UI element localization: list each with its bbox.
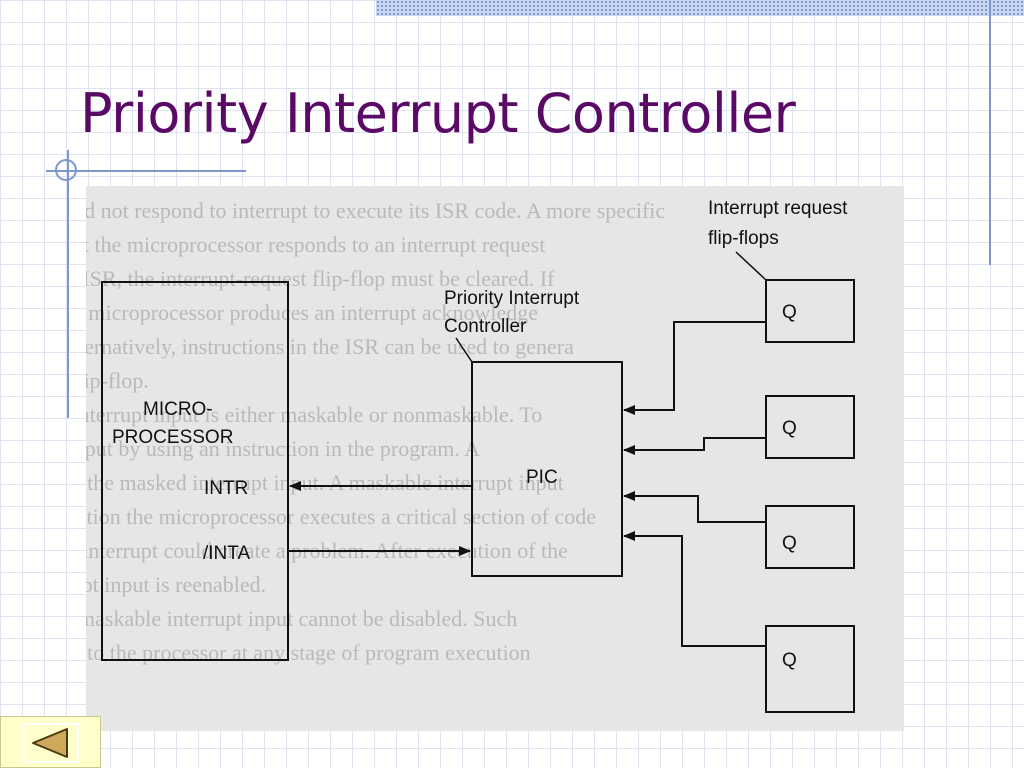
decor-line-title	[46, 170, 246, 172]
crosshair-icon	[55, 159, 77, 181]
background-text-line: t input by using an instruction in the p…	[86, 436, 481, 461]
pic-box	[471, 361, 623, 577]
slide-title: Priority Interrupt Controller	[80, 82, 796, 145]
flipflops-caption-2: flip-flops	[708, 228, 779, 249]
flip-flop-2-label: Q	[782, 418, 797, 439]
flip-flop-2-line	[623, 437, 766, 455]
background-text-line: the microprocessor produces an interrupt…	[86, 300, 538, 325]
microprocessor-label-2: PROCESSOR	[112, 427, 233, 448]
background-text-line: ecution the microprocessor executes a cr…	[86, 504, 596, 529]
intr-label: INTR	[204, 478, 248, 499]
flip-flop-4-label: Q	[782, 650, 797, 671]
diagram-figure: ould not respond to interrupt to execute…	[86, 186, 904, 731]
flipflops-caption-1: Interrupt request	[708, 198, 848, 219]
back-arrow-icon	[23, 723, 79, 763]
flip-flop-2-box	[765, 395, 855, 459]
pic-label: PIC	[526, 467, 558, 488]
background-text-line: rrupt input is reenabled.	[86, 572, 267, 597]
decor-line-right	[989, 0, 991, 265]
flip-flop-3-box	[765, 505, 855, 569]
background-text-line: ould not respond to interrupt to execute…	[86, 198, 666, 223]
back-button[interactable]	[0, 716, 101, 768]
background-text-line: s flip-flop.	[86, 368, 149, 393]
flip-flop-3-line	[623, 491, 766, 523]
interrupt-diagram: MICRO- PROCESSOR INTR /INTA PIC Priority…	[101, 198, 855, 713]
pic-caption-leader	[455, 337, 473, 363]
background-scan-text: ould not respond to interrupt to execute…	[86, 186, 904, 670]
pic-caption-1: Priority Interrupt	[444, 288, 580, 309]
flip-flop-1-box	[765, 279, 855, 343]
decor-line-left	[67, 150, 69, 418]
background-text-line: onmaskable interrupt input cannot be dis…	[86, 606, 518, 631]
flip-flop-4-box	[765, 625, 855, 713]
background-text-line: n interrupt input is either maskable or …	[86, 402, 543, 427]
background-text-line: he ISR, the interrupt-request flip-flop …	[86, 266, 555, 291]
microprocessor-box	[101, 281, 289, 661]
background-text-line: ect the masked interrupt input. A maskab…	[86, 470, 564, 495]
header-band	[376, 0, 1024, 16]
inta-label: /INTA	[203, 543, 250, 564]
pic-caption-2: Controller	[444, 316, 527, 337]
flip-flop-4-line	[623, 531, 766, 647]
microprocessor-label-1: MICRO-	[143, 399, 213, 420]
flipflops-caption-leader	[735, 251, 767, 281]
flip-flop-3-label: Q	[782, 533, 797, 554]
flip-flop-1-label: Q	[782, 302, 797, 323]
background-text-line: that the microprocessor responds to an i…	[86, 232, 546, 257]
flip-flop-1-line	[623, 321, 766, 415]
background-text-line: Alternatively, instructions in the ISR c…	[86, 334, 574, 359]
